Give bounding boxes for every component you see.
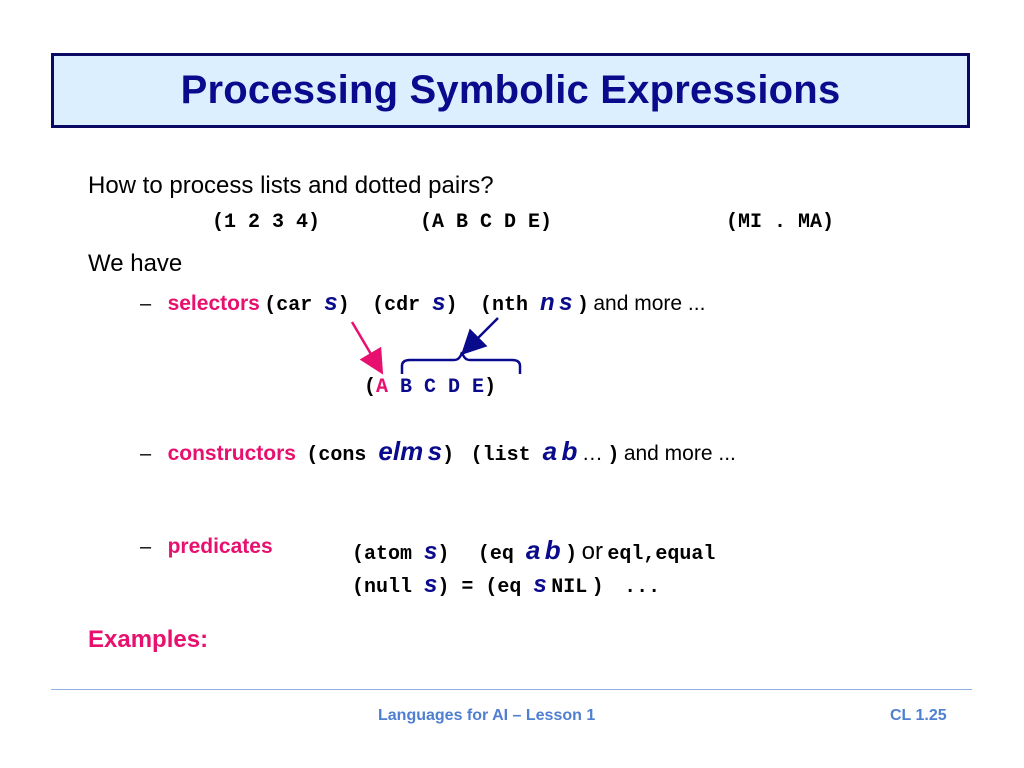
null-arg2: s [533, 571, 547, 598]
cdr-arrow [460, 317, 499, 356]
constructors-label: constructors [167, 442, 296, 465]
nth-close: ) [576, 294, 589, 317]
list-open: (list [470, 444, 543, 467]
cons-close: ) [442, 444, 455, 467]
eq-close: ) [565, 543, 578, 566]
null-open: (null [352, 576, 425, 599]
null-mid: ) = (eq [437, 576, 534, 599]
predicates-line: – predicates [140, 535, 273, 559]
car-close: ) [337, 294, 350, 317]
diagram-open: ( [364, 376, 377, 399]
example-list-1: (1 2 3 4) [212, 211, 321, 234]
atom-arg: s [424, 538, 438, 565]
list-arg2: b [561, 436, 578, 466]
atom-close: ) [437, 543, 450, 566]
bullet-dash: – [140, 536, 152, 558]
list-arg1: a [542, 436, 558, 466]
selectors-more: and more ... [593, 292, 706, 315]
footer-page-number: CL 1.25 [890, 707, 947, 724]
intro-text: How to process lists and dotted pairs? [88, 172, 494, 199]
eq-arg1: a [525, 535, 541, 565]
constructors-more: and more ... [623, 442, 736, 465]
null-arg: s [424, 571, 438, 598]
cons-arg2: s [427, 436, 443, 466]
list-ellipsis: … [581, 442, 603, 465]
example-list-3: (MI . MA) [726, 211, 835, 234]
diagram-list: (A B C D E) [364, 376, 496, 399]
predicates-label: predicates [167, 535, 273, 558]
nth-arg1: n [539, 289, 555, 316]
cdr-brace [400, 351, 522, 374]
car-arg: s [324, 289, 338, 316]
title-box: Processing Symbolic Expressions [51, 53, 970, 128]
cons-arg1: elm [378, 436, 424, 466]
atom-open: (atom [352, 543, 425, 566]
footer-divider [51, 689, 972, 690]
selectors-label: selectors [167, 292, 260, 315]
equal-text: equal [655, 543, 716, 566]
cdr-close: ) [445, 294, 458, 317]
constructors-line: – constructors (cons elm s) (list a b … … [140, 436, 736, 467]
dots-text: ... [624, 576, 661, 599]
predicates-row-1: (atom s) (eq a b ) or eql,equal [352, 535, 715, 566]
diagram-tail: B C D E [400, 376, 485, 399]
nil-text: NIL [551, 576, 588, 599]
nth-arg2: s [559, 289, 573, 316]
or-text: or [581, 538, 603, 565]
eq-arg2: b [544, 535, 561, 565]
diagram-head: A [376, 376, 389, 399]
cdr-open: (cdr [372, 294, 433, 317]
example-list-2: (A B C D E) [420, 211, 553, 234]
diagram-close: ) [484, 376, 497, 399]
selectors-line: – selectors (car s) (cdr s) (nth n s ) a… [140, 289, 705, 317]
examples-label: Examples: [88, 626, 209, 653]
predicates-row-2: (null s) = (eq s NIL ) ... [352, 571, 660, 599]
car-open: (car [264, 294, 325, 317]
cons-open: (cons [306, 444, 379, 467]
bullet-dash: – [140, 443, 152, 465]
we-have-text: We have [88, 250, 183, 277]
nth-open: (nth [479, 294, 540, 317]
car-arrow [350, 321, 384, 375]
cdr-arg: s [432, 289, 446, 316]
eq-open: (eq [477, 543, 526, 566]
bullet-dash: – [140, 293, 152, 315]
footer-lesson: Languages for AI – Lesson 1 [378, 707, 596, 724]
null-close: ) [591, 576, 604, 599]
list-close: ) [607, 444, 620, 467]
slide-title: Processing Symbolic Expressions [180, 68, 841, 112]
eql-text: eql, [607, 543, 656, 566]
